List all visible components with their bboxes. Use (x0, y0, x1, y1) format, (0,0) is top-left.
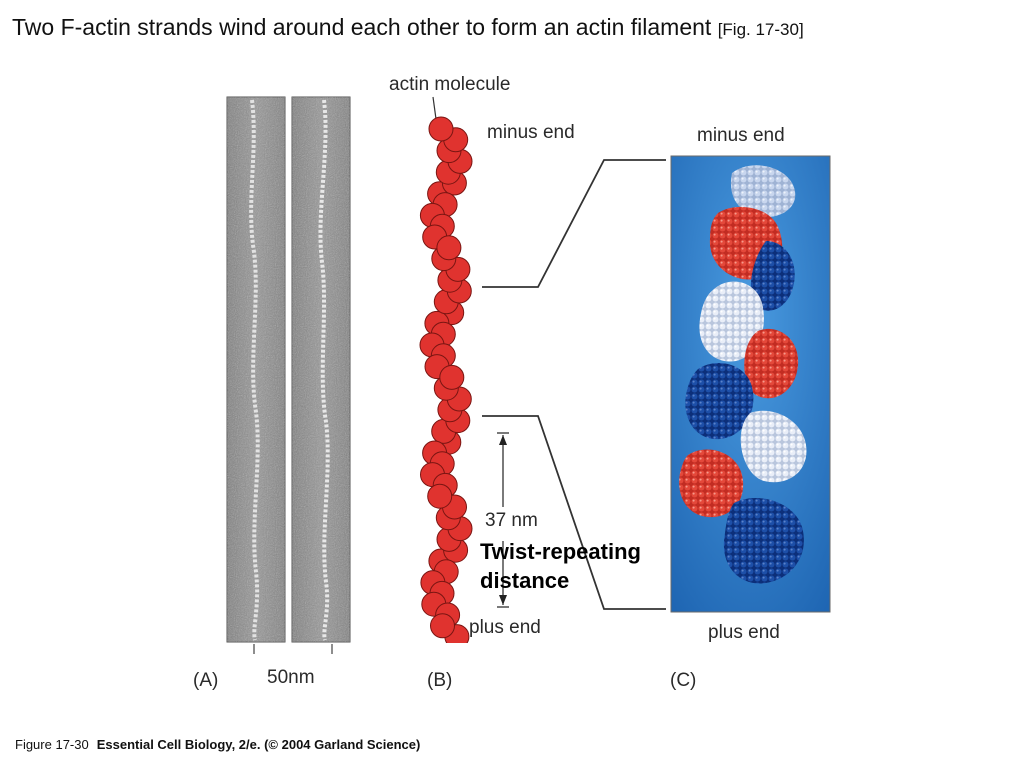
twist-repeat-line2: distance (480, 568, 570, 593)
micrograph-panel-a (226, 96, 351, 654)
upper-connector-line (482, 159, 666, 288)
panel-c-label: (C) (670, 670, 697, 691)
molecule-pointer-line (432, 96, 437, 120)
slide-title: Two F-actin strands wind around each oth… (12, 14, 804, 41)
connector-lines (482, 159, 666, 610)
micrograph-left-strip (226, 96, 286, 643)
micrograph-right-strip (291, 96, 351, 643)
actin-subunit-bead (430, 613, 455, 639)
actin-subunit-bead (427, 483, 453, 509)
actin-bead-model (419, 96, 473, 643)
strand-blocks (679, 165, 807, 584)
caption-reference: Essential Cell Biology, 2/e. (© 2004 Gar… (96, 737, 421, 752)
actin-subunit-bead (428, 116, 454, 142)
repeat-distance-arrow (497, 432, 509, 608)
scale-bar-label: 50nm (267, 667, 315, 688)
actin-subunit-chain (419, 116, 473, 643)
twist-repeat-label: Twist-repeating distance (480, 537, 641, 595)
distance-value-label: 37 nm (485, 510, 538, 531)
twist-repeat-line1: Twist-repeating (480, 539, 641, 564)
actin-subunit-bead (436, 235, 462, 261)
title-text: Two F-actin strands wind around each oth… (12, 14, 712, 40)
panel-c-plus-end-label: plus end (708, 622, 780, 643)
panel-b-plus-end-label: plus end (469, 617, 541, 638)
figure-caption: Figure 17-30 Essential Cell Biology, 2/e.… (15, 737, 420, 752)
panel-b-label: (B) (427, 670, 453, 691)
actin-molecule-label: actin molecule (389, 74, 511, 95)
scale-bracket (253, 644, 333, 654)
panel-b-minus-end-label: minus end (487, 122, 575, 143)
lower-connector-line (482, 415, 666, 610)
atomic-model-panel-c (670, 155, 831, 613)
caption-figure-number: Figure 17-30 (15, 737, 89, 752)
panel-a-label: (A) (193, 670, 219, 691)
panel-c-minus-end-label: minus end (697, 125, 785, 146)
actin-subunit-bead (439, 364, 465, 390)
figure-reference: [Fig. 17-30] (717, 20, 804, 39)
